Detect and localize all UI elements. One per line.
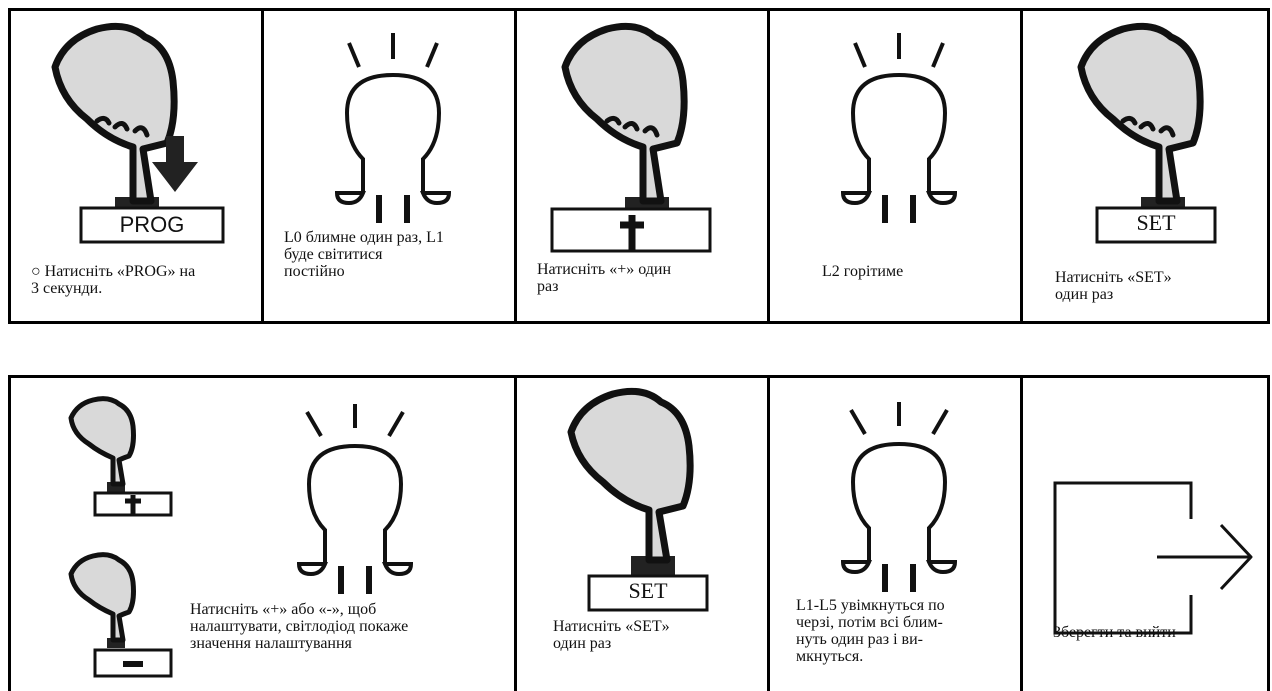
step-2-cell: L0 блимне один раз, L1 буде світитися по… [264, 11, 514, 321]
plus-button [93, 491, 173, 517]
led-icon [296, 404, 414, 594]
cell-divider [1020, 378, 1023, 691]
plus-button [550, 207, 712, 253]
step-4-caption: L2 горітиме [822, 263, 904, 280]
plus-icon [620, 215, 644, 251]
step-1-caption: ○ Натисніть «PROG» на 3 секунди. [31, 263, 196, 297]
prog-button-label: PROG [119, 212, 185, 237]
instruction-row-1: PROG ○ Натисніть «PROG» на 3 секунди. L0… [8, 8, 1270, 324]
led-icon [334, 33, 452, 223]
cell-divider [1020, 11, 1023, 321]
exit-icon [1053, 481, 1253, 635]
cell-divider [767, 378, 770, 691]
hand-pointer-icon [567, 387, 694, 576]
set-button [587, 574, 709, 612]
step-3-caption: Натисніть «+» один раз [537, 261, 672, 295]
instruction-row-2: Натисніть «+» або «-», щоб налаштувати, … [8, 375, 1270, 691]
step-7-caption: Натисніть «SET» один раз [553, 618, 670, 652]
led-icon [840, 402, 958, 592]
hand-pointer-icon [68, 552, 136, 648]
step-4-cell: L2 горітиме [770, 11, 1020, 321]
led-icon [840, 33, 958, 223]
step-9-caption: Зберегти та вийти [1053, 624, 1176, 641]
down-arrow-icon [152, 136, 198, 192]
minus-icon [123, 661, 143, 667]
cell-divider [767, 11, 770, 321]
step-8-cell: L1-L5 увімкнуться по черзі, потім всі бл… [770, 378, 1020, 691]
step-9-cell: Зберегти та вийти [1023, 378, 1272, 691]
step-6-cell: Натисніть «+» або «-», щоб налаштувати, … [11, 378, 514, 691]
step-1-cell: PROG ○ Натисніть «PROG» на 3 секунди. [11, 11, 261, 321]
minus-button [93, 648, 173, 678]
step-8-caption: L1-L5 увімкнуться по черзі, потім всі бл… [796, 597, 945, 665]
cell-divider [514, 11, 517, 321]
step-5-cell: SET Натисніть «SET» один раз [1023, 11, 1272, 321]
step-5-caption: Натисніть «SET» один раз [1055, 269, 1172, 303]
step-6-caption: Натисніть «+» або «-», щоб налаштувати, … [190, 601, 409, 652]
set-button-label: SET [1136, 210, 1176, 235]
step-2-caption: L0 блимне один раз, L1 буде світитися по… [284, 229, 444, 280]
set-button [1095, 206, 1217, 244]
hand-pointer-icon [68, 396, 136, 492]
set-button-label: SET [628, 578, 668, 603]
step-3-cell: Натисніть «+» один раз [517, 11, 767, 321]
cell-divider [261, 11, 264, 321]
prog-button [79, 206, 225, 244]
step-7-cell: SET Натисніть «SET» один раз [517, 378, 767, 691]
plus-icon [125, 495, 141, 515]
cell-divider [514, 378, 517, 691]
